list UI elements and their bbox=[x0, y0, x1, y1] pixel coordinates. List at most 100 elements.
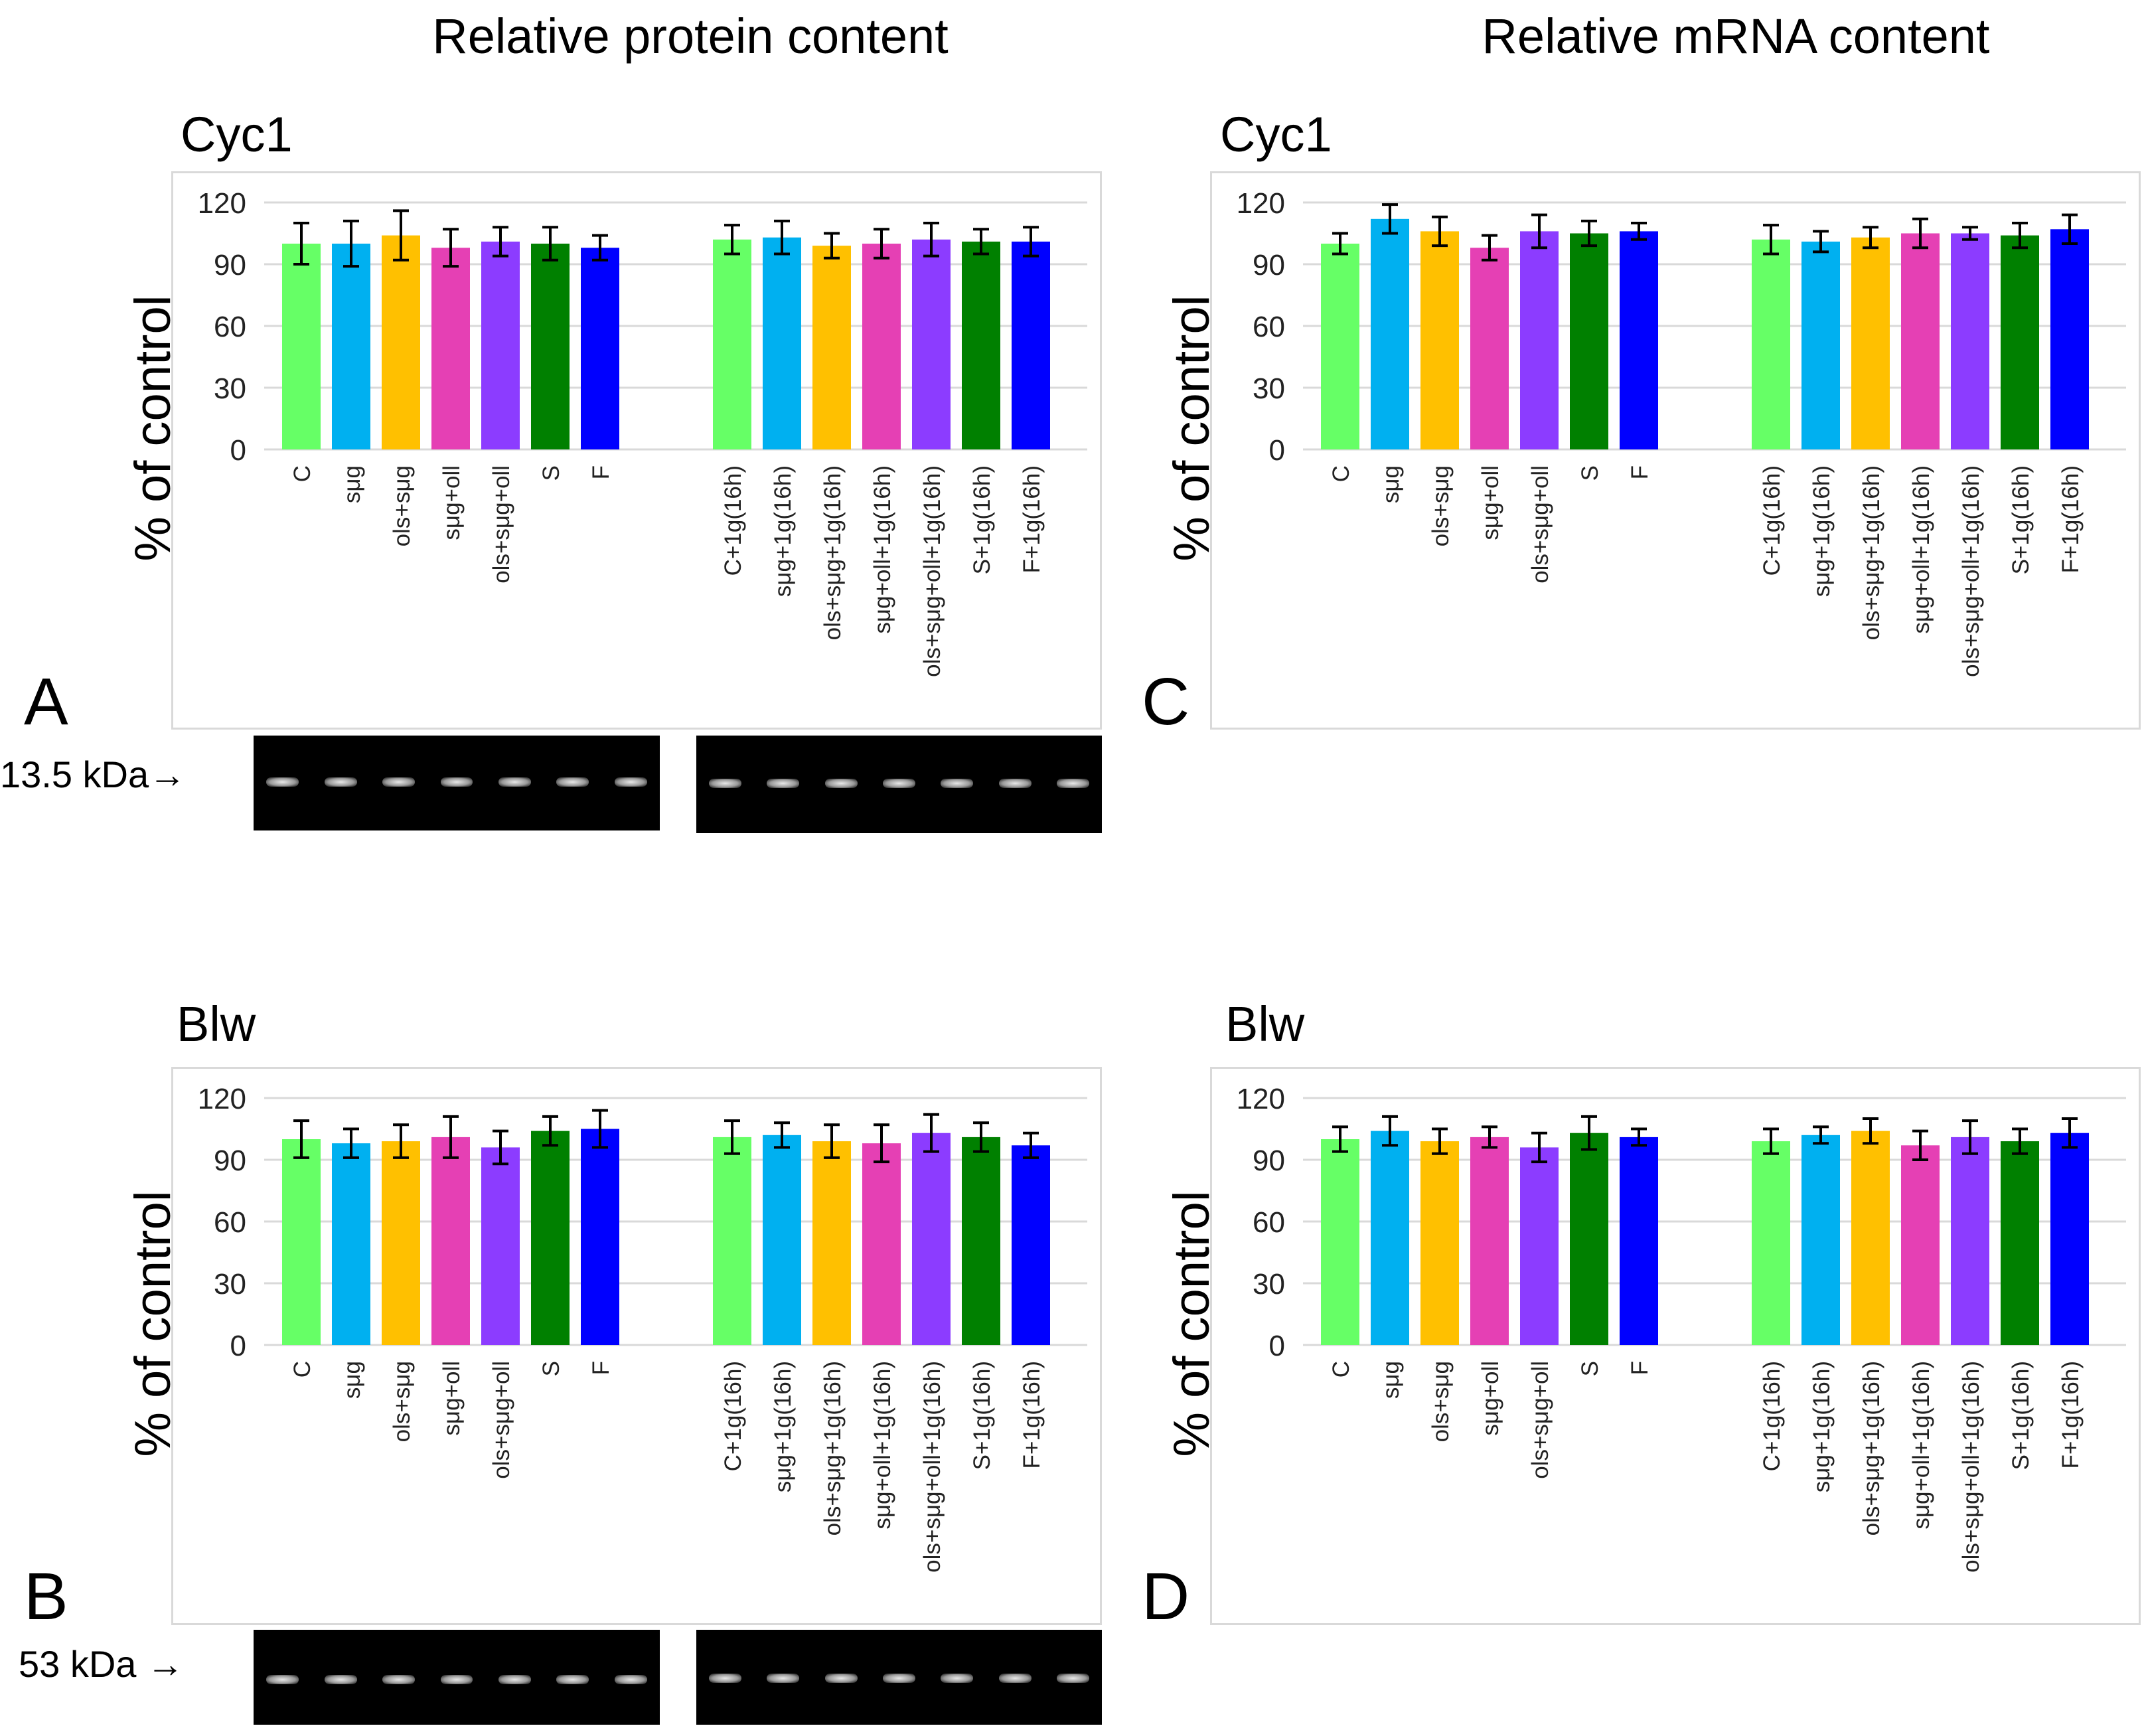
panel-d-x-tick-label: ols+sμg bbox=[1428, 1361, 1454, 1442]
panel-b-blot-left bbox=[254, 1630, 660, 1725]
panel-a-blot-band bbox=[998, 779, 1032, 788]
panel-a-y-tick-label: 120 bbox=[198, 187, 246, 220]
panel-b-bar bbox=[332, 1143, 370, 1345]
panel-d-error-bar bbox=[1863, 1117, 1878, 1145]
panel-d-x-tick-label: C bbox=[1328, 1361, 1354, 1378]
panel-d-y-tick-label: 90 bbox=[1253, 1144, 1285, 1177]
panel-a-y-tick-label: 90 bbox=[214, 249, 246, 281]
panel-b-blot-band bbox=[883, 1674, 915, 1683]
panel-d-bar bbox=[1371, 1131, 1409, 1345]
panel-d-x-tick-label: ols+sμg+1g(16h) bbox=[1859, 1361, 1884, 1536]
panel-b-x-tick-label: sμg+oll bbox=[439, 1361, 465, 1436]
panel-b-bar bbox=[481, 1147, 520, 1345]
panel-b-blot-band bbox=[382, 1675, 416, 1684]
panel-c-x-tick-label: ols+sμg+oll bbox=[1527, 465, 1553, 584]
panel-d-bar bbox=[1470, 1137, 1509, 1345]
panel-c-y-tick-label: 30 bbox=[1253, 372, 1285, 405]
panel-letter-c: C bbox=[1142, 665, 1190, 739]
panel-letter-d: D bbox=[1142, 1559, 1190, 1634]
panel-d-bar bbox=[2001, 1141, 2039, 1345]
panel-b-x-tick-label: ols+sμg+1g(16h) bbox=[820, 1361, 846, 1536]
panel-d-y-tick-label: 60 bbox=[1253, 1206, 1285, 1239]
panel-a-x-tick-label: ols+sμg bbox=[389, 465, 415, 546]
panel-c-error-bar bbox=[1631, 222, 1647, 241]
panel-a-bar bbox=[431, 248, 470, 449]
panel-a-blot-band bbox=[883, 779, 915, 788]
panel-d-bar bbox=[1801, 1135, 1840, 1345]
panel-b-error-bar bbox=[493, 1129, 508, 1166]
panel-c-bar bbox=[1520, 231, 1559, 449]
panel-c-bar bbox=[1620, 231, 1658, 449]
panel-a-error-bar bbox=[493, 226, 508, 258]
panel-d-x-tick-label: S+1g(16h) bbox=[2008, 1361, 2034, 1470]
panel-c-x-tick-label: ols+sμg+1g(16h) bbox=[1859, 465, 1884, 640]
panel-b-gene-title: Blw bbox=[177, 996, 256, 1052]
panel-a-y-tick-label: 30 bbox=[214, 372, 246, 405]
panel-a-blot-band bbox=[767, 779, 800, 788]
panel-b-error-bar bbox=[542, 1115, 558, 1147]
panel-c-x-tick-label: S+1g(16h) bbox=[2008, 465, 2034, 574]
panel-a-x-tick-label: ols+sμg+1g(16h) bbox=[820, 465, 846, 640]
panel-b-error-bar bbox=[724, 1119, 740, 1155]
panel-d-x-tick-label: sμg+oll bbox=[1478, 1361, 1503, 1436]
panel-d-bar bbox=[1901, 1145, 1940, 1345]
panel-a-error-bar bbox=[443, 228, 459, 268]
panel-a-bar bbox=[581, 248, 619, 449]
panel-c-x-tick-label: S bbox=[1577, 465, 1603, 481]
panel-c-x-tick-label: sμg bbox=[1378, 465, 1404, 503]
panel-b-blot-band bbox=[614, 1675, 647, 1684]
panel-a-blot-band bbox=[1056, 779, 1089, 788]
panel-b-x-tick-label: F bbox=[588, 1361, 614, 1375]
panel-c-x-tick-label: sμg+1g(16h) bbox=[1809, 465, 1835, 597]
column-title-protein: Relative protein content bbox=[432, 9, 949, 64]
panel-a-x-tick-label: sμg bbox=[339, 465, 365, 503]
panel-a-blot-band bbox=[556, 777, 589, 787]
panel-c-y-tick-label: 90 bbox=[1253, 249, 1285, 281]
panel-c-error-bar bbox=[2062, 213, 2078, 245]
panel-c-error-bar bbox=[1962, 226, 1978, 241]
panel-c-error-bar bbox=[1863, 226, 1878, 250]
panel-c-bar bbox=[1420, 231, 1459, 449]
panel-d-x-tick-label: sμg+oll+1g(16h) bbox=[1908, 1361, 1934, 1530]
panel-d-bar bbox=[1321, 1139, 1359, 1345]
panel-a-bar bbox=[1012, 241, 1050, 449]
panel-a-band-label: 13.5 kDa→ bbox=[0, 753, 187, 795]
panel-d-error-bar bbox=[1432, 1127, 1448, 1155]
panel-c-error-bar bbox=[1581, 219, 1597, 248]
panel-b-x-tick-label: sμg bbox=[339, 1361, 365, 1399]
panel-a-x-tick-label: ols+sμg+oll+1g(16h) bbox=[919, 465, 945, 677]
panel-b-bar bbox=[1012, 1145, 1050, 1345]
panel-c-x-tick-label: C bbox=[1328, 465, 1354, 482]
panel-b-error-bar bbox=[923, 1113, 939, 1153]
panel-c-x-tick-label: sμg+oll+1g(16h) bbox=[1908, 465, 1934, 634]
panel-b-error-bar bbox=[774, 1121, 790, 1149]
panel-a-error-bar bbox=[542, 226, 558, 262]
panel-c-bar bbox=[1321, 244, 1359, 449]
panel-d-y-tick-label: 120 bbox=[1237, 1083, 1285, 1115]
panel-a-x-tick-label: C bbox=[289, 465, 315, 482]
panel-b-blot-band bbox=[498, 1675, 531, 1684]
panel-b-blot-band bbox=[1056, 1674, 1089, 1683]
panel-a-blot-band bbox=[266, 777, 299, 787]
panel-letter-b: B bbox=[24, 1559, 68, 1634]
panel-c-error-bar bbox=[1912, 217, 1928, 250]
panel-c-bar bbox=[1951, 233, 1989, 449]
panel-b-bar bbox=[812, 1141, 851, 1345]
panel-a-blot-band bbox=[941, 779, 974, 788]
panel-a-bar bbox=[332, 244, 370, 449]
panel-d-error-bar bbox=[2062, 1117, 2078, 1149]
panel-b-error-bar bbox=[443, 1115, 459, 1159]
panel-a-error-bar bbox=[343, 219, 359, 268]
panel-c-gene-title: Cyc1 bbox=[1220, 107, 1332, 162]
panel-b-x-tick-label: C bbox=[289, 1361, 315, 1378]
panel-letter-a: A bbox=[24, 665, 68, 739]
panel-d-x-tick-label: ols+sμg+oll bbox=[1527, 1361, 1553, 1479]
panel-a-blot-band bbox=[440, 777, 473, 787]
panel-b-x-tick-label: C+1g(16h) bbox=[720, 1361, 746, 1471]
panel-c-error-bar bbox=[1763, 224, 1779, 256]
panel-d-y-tick-label: 0 bbox=[1269, 1330, 1285, 1362]
panel-c-x-tick-label: sμg+oll bbox=[1478, 465, 1503, 540]
panel-a-error-bar bbox=[923, 222, 939, 258]
